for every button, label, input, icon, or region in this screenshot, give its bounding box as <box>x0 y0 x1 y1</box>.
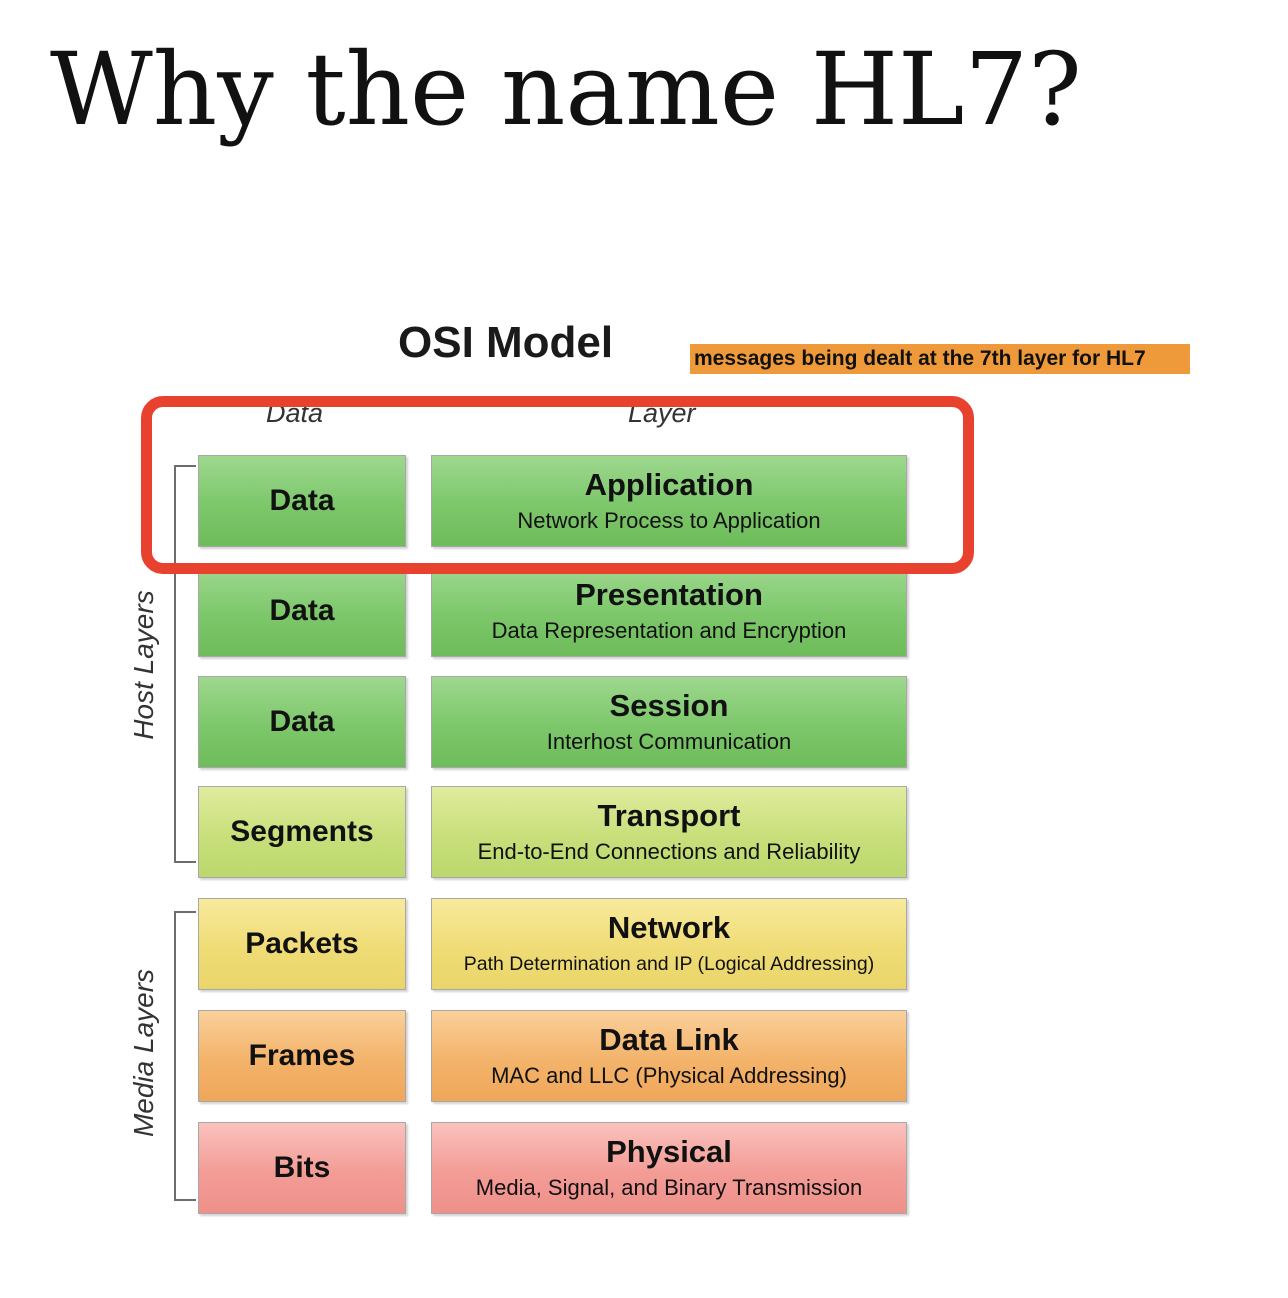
host-layers-label: Host Layers <box>128 590 159 740</box>
diagram-title: OSI Model <box>398 318 614 367</box>
layer-description: Media, Signal, and Binary Transmission <box>475 1175 863 1200</box>
layer-description: End-to-End Connections and Reliability <box>477 839 861 864</box>
layer-transport: Transport End-to-End Connections and Rel… <box>431 786 907 878</box>
media-layers-bracket <box>174 911 196 1201</box>
layer-physical: Physical Media, Signal, and Binary Trans… <box>431 1122 907 1214</box>
data-unit-label: Frames <box>248 1039 356 1072</box>
layer-presentation: Presentation Data Representation and Enc… <box>431 565 907 657</box>
data-unit-presentation: Data <box>198 565 406 657</box>
data-unit-session: Data <box>198 676 406 768</box>
data-unit-data-link: Frames <box>198 1010 406 1102</box>
data-unit-label: Bits <box>273 1151 331 1184</box>
data-unit-label: Segments <box>230 815 374 848</box>
data-column-header: Data <box>266 398 324 428</box>
slide-title: Why the name HL7? <box>50 31 1082 148</box>
layer-name: Presentation <box>575 577 763 612</box>
host-layers-bracket <box>174 465 196 863</box>
data-unit-application: Data <box>198 455 406 547</box>
layer-description: Data Representation and Encryption <box>491 618 847 643</box>
data-unit-label: Data <box>269 484 335 517</box>
layer-name: Application <box>584 467 754 502</box>
layer-session: Session Interhost Communication <box>431 676 907 768</box>
media-layers-label: Media Layers <box>128 968 159 1138</box>
layer-name: Physical <box>606 1134 732 1169</box>
layer-name: Data Link <box>599 1022 739 1057</box>
layer-application: Application Network Process to Applicati… <box>431 455 907 547</box>
layer-description: Network Process to Application <box>517 508 821 533</box>
layer-column-header: Layer <box>628 398 696 428</box>
data-unit-physical: Bits <box>198 1122 406 1214</box>
layer-description: Path Determination and IP (Logical Addre… <box>463 953 875 975</box>
layer-name: Transport <box>597 798 741 833</box>
data-unit-label: Data <box>269 594 335 627</box>
layer-description: MAC and LLC (Physical Addressing) <box>491 1063 847 1088</box>
data-unit-label: Data <box>269 705 335 738</box>
layer-data-link: Data Link MAC and LLC (Physical Addressi… <box>431 1010 907 1102</box>
annotation-label: messages being dealt at the 7th layer fo… <box>690 344 1190 374</box>
data-unit-network: Packets <box>198 898 406 990</box>
layer-network: Network Path Determination and IP (Logic… <box>431 898 907 990</box>
layer-name: Network <box>607 910 731 945</box>
data-unit-transport: Segments <box>198 786 406 878</box>
data-unit-label: Packets <box>245 927 359 960</box>
layer-description: Interhost Communication <box>546 729 792 754</box>
layer-name: Session <box>609 688 729 723</box>
